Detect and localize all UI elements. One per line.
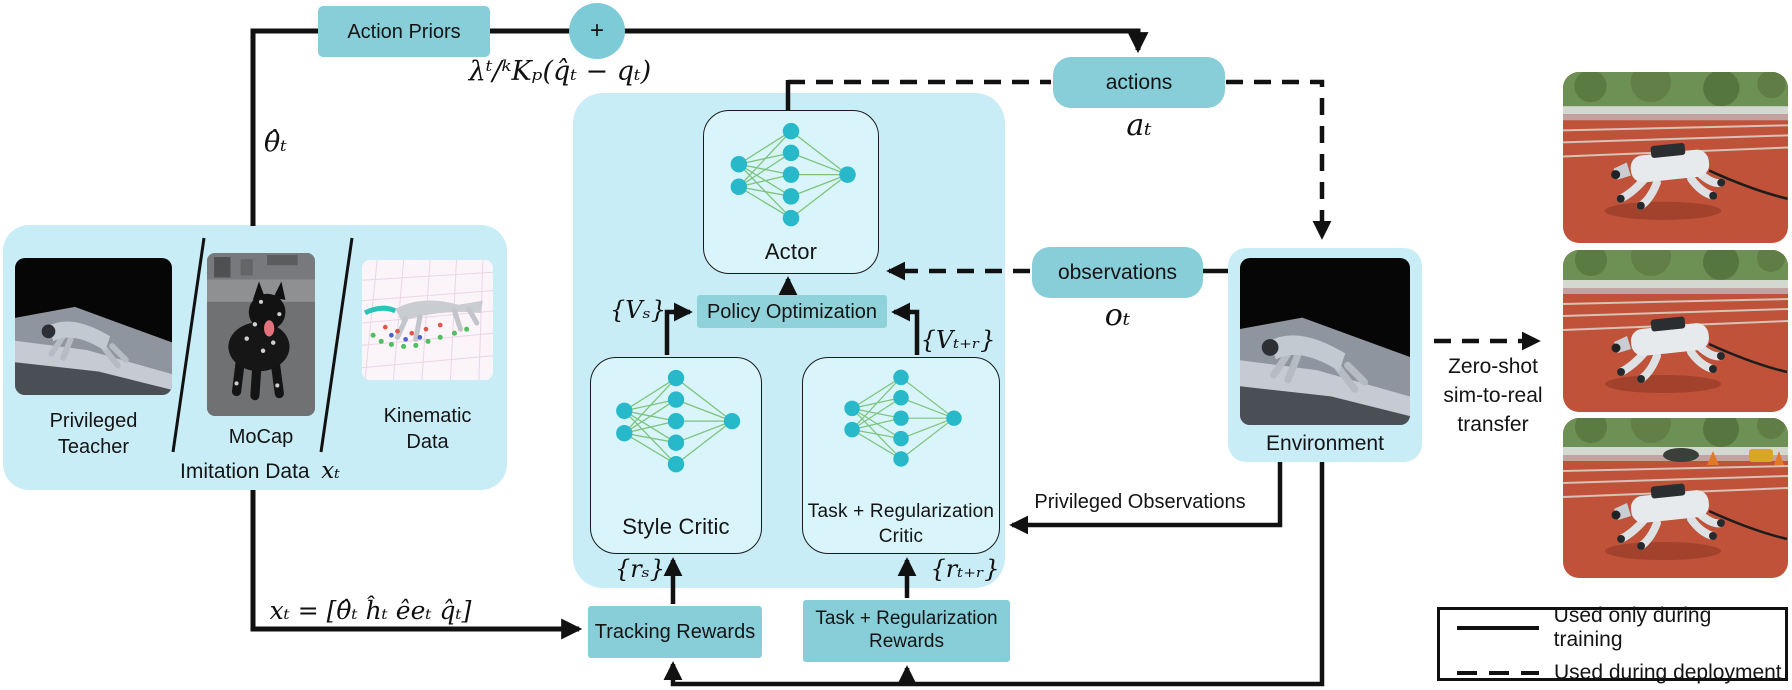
zero-shot-transfer-label: Zero-shot sim-to-real transfer (1443, 355, 1543, 436)
task-regularization-rewards-box: Task + Regularization Rewards (803, 600, 1010, 662)
mocap-image (207, 253, 315, 416)
style-critic-label: Style Critic (622, 514, 730, 539)
style-rewards-label: {rₛ} (614, 555, 666, 583)
real-robot-photo-1 (1563, 72, 1788, 243)
legend-deployment-label: Used during deployment (1554, 660, 1782, 684)
actor-box: Actor (703, 110, 879, 274)
plus-icon: + (569, 3, 625, 59)
legend-row-deployment: Used during deployment (1457, 661, 1785, 685)
style-critic-box: Style Critic (590, 357, 762, 554)
task-critic-network-icon (843, 369, 963, 468)
style-values-label: {Vₛ} (610, 296, 666, 324)
imitation-data-math: xₜ (321, 458, 340, 484)
legend-row-training: Used only during training (1457, 604, 1785, 652)
real-robot-photo-3 (1563, 418, 1788, 578)
actions-box: actions (1053, 57, 1225, 108)
tracking-rewards-box: Tracking Rewards (588, 606, 762, 658)
actor-label: Actor (764, 239, 818, 264)
actor-network-icon (729, 122, 857, 228)
privileged-observations-label: Privileged Observations (1034, 491, 1246, 513)
task-rewards-label: {rₜ₊ᵣ} (930, 555, 1000, 583)
task-values-label: {Vₜ₊ᵣ} (920, 326, 996, 354)
action-priors-label: Action Priors (347, 20, 461, 43)
mocap-label: MoCap (228, 426, 294, 448)
observations-box: observations (1032, 247, 1203, 298)
environment-image (1240, 258, 1410, 425)
actions-label: actions (1105, 70, 1173, 94)
action-priors-box: Action Priors (318, 6, 490, 57)
privileged-teacher-image (15, 258, 172, 395)
task-regularization-critic-box: Task + Regularization Critic (802, 357, 1000, 554)
legend-training-label: Used only during training (1553, 603, 1712, 651)
observations-label: observations (1057, 260, 1178, 284)
plus-label: + (589, 16, 604, 44)
dashed-line-icon (1457, 670, 1539, 675)
kinematic-data-image (362, 260, 493, 380)
privileged-teacher-label: Privileged Teacher (49, 410, 138, 458)
environment-label: Environment (1266, 432, 1384, 455)
real-robot-photo-2 (1563, 250, 1788, 412)
task-regularization-rewards-label: Task + Regularization Rewards (815, 608, 998, 652)
task-critic-label: Task + Regularization Critic (807, 501, 995, 547)
legend-box: Used only during training Used during de… (1437, 604, 1788, 684)
policy-optimization-box: Policy Optimization (697, 295, 887, 328)
theta-hat-label: θ̂ₜ (264, 127, 287, 158)
observations-math: oₜ (1104, 298, 1131, 333)
imitation-data-caption: Imitation Data xₜ (180, 458, 340, 484)
actions-math: aₜ (1126, 108, 1152, 143)
solid-line-icon (1457, 625, 1539, 630)
gain-formula: λᵗ/ᵏKₚ(q̂ₜ − qₜ) (468, 56, 652, 87)
kinematic-data-label: Kinematic Data (383, 405, 472, 453)
tracking-rewards-label: Tracking Rewards (594, 621, 756, 643)
policy-optimization-label: Policy Optimization (706, 300, 878, 323)
state-formula: xₜ = [θ̂ₜ ĥₜ êeₜ q̂ₜ] (269, 596, 472, 625)
style-critic-network-icon (615, 369, 741, 474)
